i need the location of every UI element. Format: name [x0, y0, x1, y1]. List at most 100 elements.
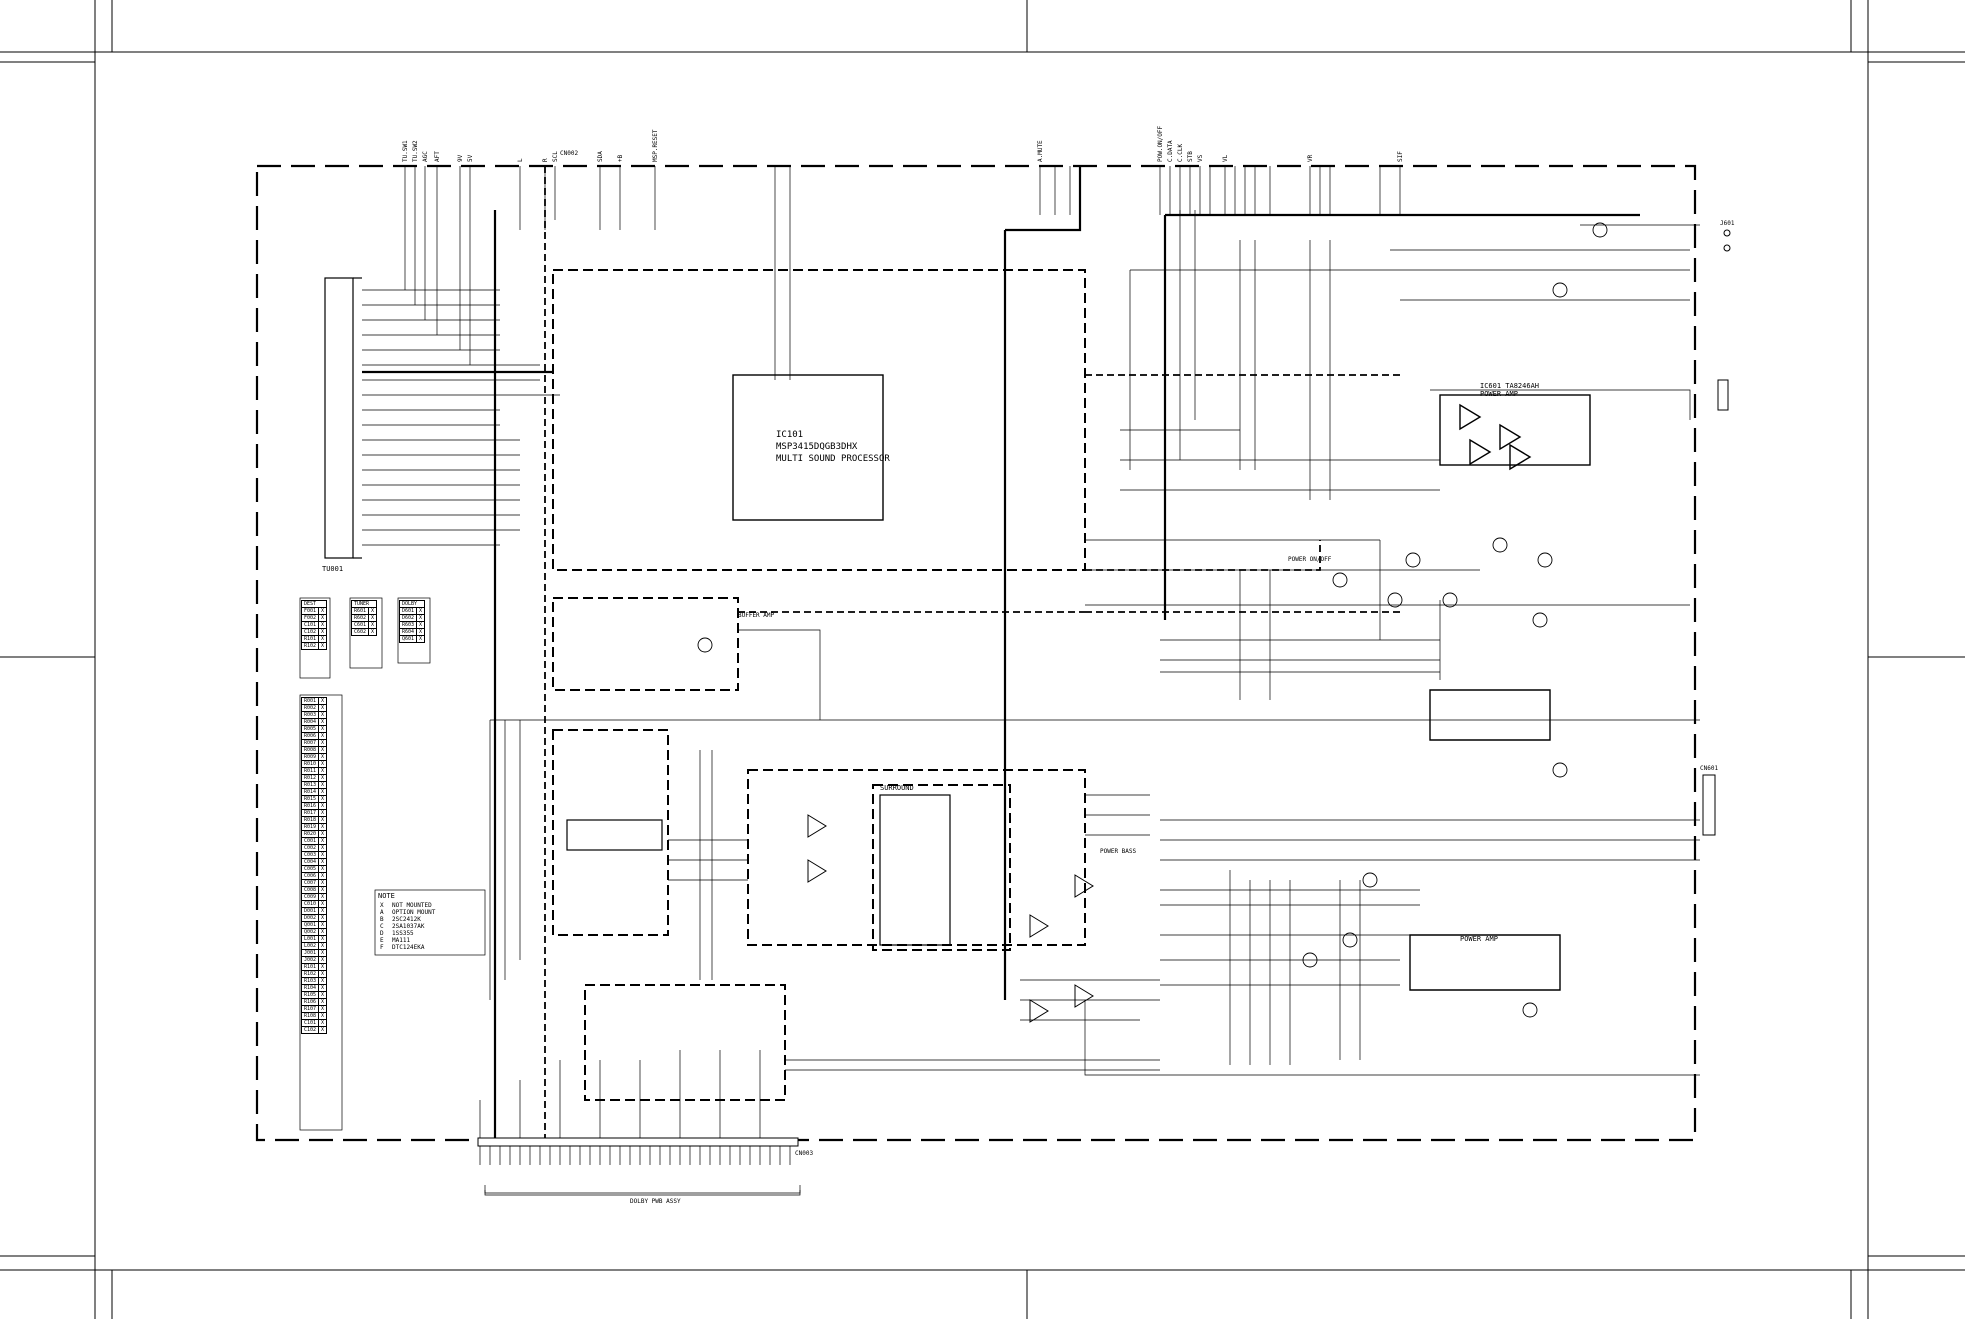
top-signal-label: AFT: [434, 151, 441, 162]
legend-text: 1SS355: [392, 930, 414, 937]
bom-cell: R105: [300, 991, 320, 999]
bom-cell: R018: [300, 816, 320, 824]
option-table-title: TUNER: [350, 600, 378, 608]
top-signal-label: VS: [1197, 154, 1204, 162]
bom-cell: X: [318, 753, 328, 761]
legend-key: A: [380, 909, 384, 916]
bom-cell: R010: [300, 760, 320, 768]
option-table-cell: C601: [350, 621, 370, 629]
bom-cell: X: [318, 837, 328, 845]
buffer-amp-label: BUFFER AMP: [738, 612, 775, 619]
bom-cell: X: [318, 760, 328, 768]
bom-cell: D001: [300, 907, 320, 915]
connector-cn601: [1702, 229, 1731, 836]
option-table-cell: F002: [300, 614, 320, 622]
bom-cell: X: [318, 991, 328, 999]
option-table-cell: R604: [398, 628, 418, 636]
bom-cell: X: [318, 928, 328, 936]
bom-cell: C008: [300, 886, 320, 894]
bom-cell: R003: [300, 711, 320, 719]
top-signal-label: VR: [1307, 154, 1314, 162]
option-table-cell: X: [416, 621, 426, 629]
bom-cell: X: [318, 718, 328, 726]
bom-cell: Q001: [300, 921, 320, 929]
bom-cell: R108: [300, 1012, 320, 1020]
bom-cell: X: [318, 1019, 328, 1027]
bom-cell: X: [318, 970, 328, 978]
connector-spk-label: CN601: [1700, 765, 1719, 772]
option-table-cell: C602: [350, 628, 370, 636]
bom-cell: X: [318, 711, 328, 719]
option-table-cell: X: [318, 621, 328, 629]
bom-cell: C009: [300, 893, 320, 901]
bom-cell: R101: [300, 963, 320, 971]
option-table-cell: X: [318, 642, 328, 650]
top-signal-label: TU.SW1: [402, 140, 409, 162]
bom-cell: C010: [300, 900, 320, 908]
top-signal-label: +B: [617, 154, 624, 162]
bom-cell: R014: [300, 788, 320, 796]
surround-ic: [879, 794, 951, 946]
bom-cell: X: [318, 697, 328, 705]
power-on-off-label: POWER ON/OFF: [1288, 556, 1332, 563]
bom-cell: X: [318, 900, 328, 908]
ic101-part: MSP3415DQGB3DHX: [776, 442, 858, 452]
top-signal-label: C.DATA: [1167, 140, 1174, 162]
bom-cell: X: [318, 816, 328, 824]
bom-cell: R007: [300, 739, 320, 747]
legend-key: C: [380, 923, 384, 930]
power-amp-main-ref: IC601 TA8246AH: [1480, 382, 1540, 390]
option-table-title: DOLBY: [398, 600, 426, 608]
bom-cell: J001: [300, 949, 320, 957]
bom-cell: X: [318, 781, 328, 789]
bom-cell: C101: [300, 1019, 320, 1027]
bom-cell: X: [318, 935, 328, 943]
top-signal-label: C.CLK: [1177, 143, 1184, 162]
legend-text: OPTION MOUNT: [392, 909, 436, 916]
legend-key: E: [380, 937, 384, 944]
legend-text: DTC124EKA: [392, 944, 425, 951]
ic101-ref: IC101: [776, 430, 804, 440]
bom-cell: C102: [300, 1026, 320, 1034]
bom-cell: X: [318, 830, 328, 838]
option-table-cell: X: [416, 635, 426, 643]
bom-cell: R103: [300, 977, 320, 985]
option-table-cell: X: [368, 607, 378, 615]
bom-cell: C003: [300, 851, 320, 859]
option-table-cell: X: [318, 607, 328, 615]
bom-cell: L001: [300, 935, 320, 943]
bom-cell: R011: [300, 767, 320, 775]
bom-cell: X: [318, 872, 328, 880]
bom-cell: R002: [300, 704, 320, 712]
bom-cell: X: [318, 844, 328, 852]
bold-buses: [362, 166, 1640, 1140]
bom-cell: X: [318, 732, 328, 740]
bom-cell: L002: [300, 942, 320, 950]
top-signal-label: SCL: [552, 151, 559, 162]
legend-title: NOTE: [378, 892, 395, 900]
bom-cell: X: [318, 774, 328, 782]
option-table-cell: X: [318, 635, 328, 643]
bom-cell: C001: [300, 837, 320, 845]
option-table-cell: X: [368, 621, 378, 629]
